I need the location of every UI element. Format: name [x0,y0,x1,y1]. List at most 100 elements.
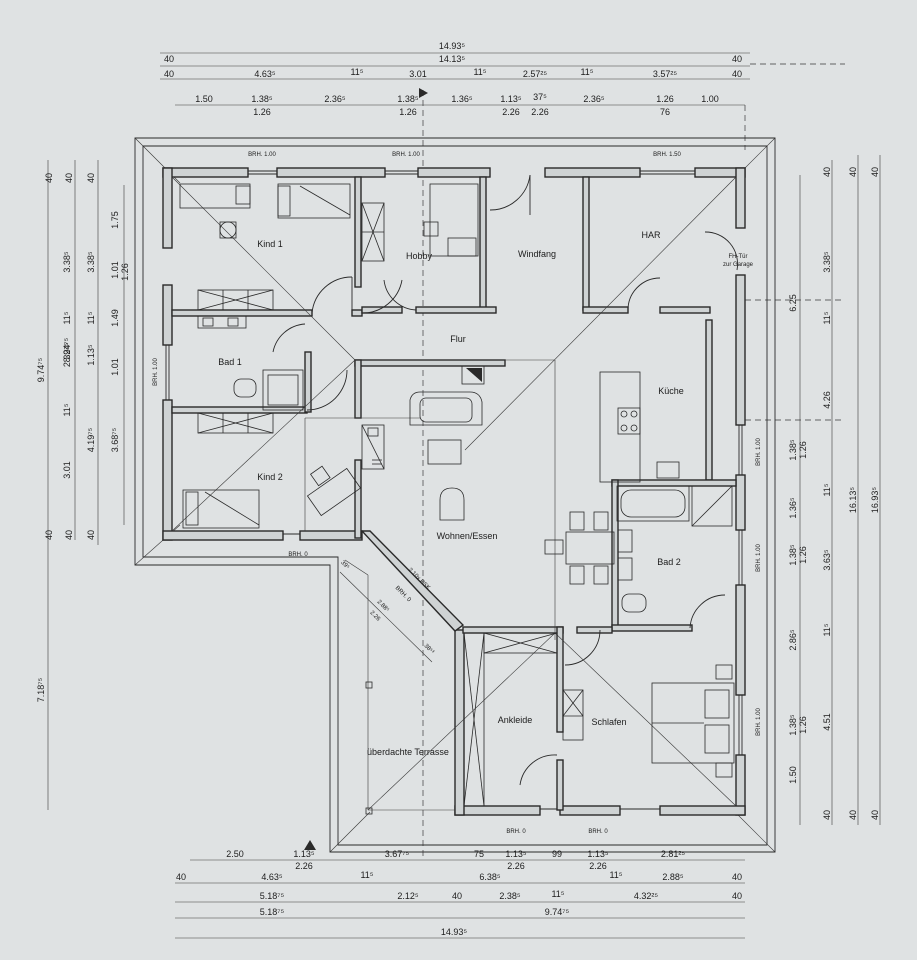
room-label-ankleide: Ankleide [498,715,533,725]
dim-bottom-total: 14.93⁵ [441,927,468,937]
shower-bad2-icon [691,485,733,527]
svg-text:14.13⁵: 14.13⁵ [439,54,466,64]
furniture [179,183,735,815]
svg-text:2.57²⁵: 2.57²⁵ [523,69,548,79]
svg-text:1.13⁵: 1.13⁵ [500,94,522,104]
svg-text:2.88⁵: 2.88⁵ [376,598,391,613]
desk-kind2-icon [306,465,362,517]
garage-door-note: FH-Tür [729,254,748,260]
svg-text:BRH. 1.00: BRH. 1.00 [756,438,762,466]
svg-text:1.38⁵: 1.38⁵ [788,714,798,736]
svg-text:40: 40 [732,872,742,882]
shower-bad1-icon [262,369,304,411]
top-dimension-lines [160,52,845,860]
svg-text:40: 40 [64,173,74,183]
svg-text:3.01: 3.01 [62,461,72,479]
bathtub-icon [616,485,690,522]
svg-text:11⁵: 11⁵ [62,311,72,324]
svg-text:2.50: 2.50 [226,849,244,859]
bed-kind2-icon [182,489,260,529]
svg-text:1.26: 1.26 [253,107,271,117]
terrace-column-icon [365,681,373,689]
svg-text:9.74⁷⁵: 9.74⁷⁵ [545,907,570,917]
right-dimension-lines [745,155,881,825]
wardrobe-ankleide-icon [463,632,485,807]
svg-text:11⁵: 11⁵ [360,870,373,880]
svg-text:11⁵: 11⁵ [822,623,832,636]
right-dimension-labels: 40 40 40 3.38⁵ 6.25 11⁵ 4.26 1.38⁵ 1.26 … [788,167,880,820]
svg-text:9.74⁷⁵: 9.74⁷⁵ [36,357,46,382]
svg-text:37⁵: 37⁵ [533,92,547,102]
room-label-flur: Flur [450,334,466,344]
svg-text:3.01: 3.01 [409,69,427,79]
plan-notes: FH-Tür zur Garage 2.10x PSK 39⁵ 2.88⁵ 2.… [339,254,754,663]
svg-text:40: 40 [64,530,74,540]
svg-text:76: 76 [660,107,670,117]
svg-text:40: 40 [86,530,96,540]
svg-text:4.26: 4.26 [822,391,832,409]
svg-text:40: 40 [164,54,174,64]
svg-text:1.50: 1.50 [788,766,798,784]
svg-text:2.32²⁵: 2.32²⁵ [62,343,72,368]
interior-walls [171,176,737,811]
window-marks [165,170,743,810]
bed-kind1-icon [277,183,351,219]
svg-text:1.01: 1.01 [110,358,120,376]
room-labels: Kind 1 Hobby Windfang HAR Flur Bad 1 Küc… [218,230,684,757]
room-label-terrasse: überdachte Terrasse [367,747,449,757]
svg-text:3.68⁷⁵: 3.68⁷⁵ [110,427,120,452]
exterior-walls [162,167,746,816]
svg-text:3.38⁵: 3.38⁵ [822,251,832,273]
kitchen-island-icon [599,371,641,483]
svg-text:5.18⁷⁵: 5.18⁷⁵ [260,891,285,901]
svg-text:6.25: 6.25 [788,294,798,312]
dresser-schlafen-icon [562,689,584,741]
svg-text:11⁵: 11⁵ [86,311,96,324]
door-swings [272,174,738,786]
room-label-windfang: Windfang [518,249,556,259]
svg-text:11⁵: 11⁵ [822,311,832,324]
svg-text:BRH. 0: BRH. 0 [394,585,412,603]
svg-text:2.88⁵: 2.88⁵ [662,872,684,882]
svg-text:40: 40 [870,810,880,820]
roof-hip-lines [171,176,737,811]
svg-text:1.50: 1.50 [195,94,213,104]
svg-text:BRH. 0: BRH. 0 [588,829,608,835]
section-marker-top-icon [419,88,428,98]
svg-text:1.00: 1.00 [701,94,719,104]
svg-text:1.26: 1.26 [798,546,808,564]
svg-text:1.26: 1.26 [656,94,674,104]
svg-text:40: 40 [848,167,858,177]
svg-text:2.26: 2.26 [368,610,381,623]
svg-text:BRH. 1.50: BRH. 1.50 [653,152,681,158]
tv-cabinet-icon [361,424,385,470]
room-label-kind2: Kind 2 [257,472,283,482]
svg-text:2.81²⁵: 2.81²⁵ [661,849,686,859]
room-label-bad1: Bad 1 [218,357,242,367]
svg-text:2.36⁵: 2.36⁵ [324,94,346,104]
svg-text:40: 40 [732,891,742,901]
svg-text:40: 40 [164,69,174,79]
stove-icon [617,407,641,435]
room-label-bad2: Bad 2 [657,557,681,567]
svg-text:11⁵: 11⁵ [580,67,593,77]
svg-text:40: 40 [822,810,832,820]
room-label-schlafen: Schlafen [591,717,626,727]
svg-text:40: 40 [870,167,880,177]
svg-text:11⁵: 11⁵ [551,889,564,899]
svg-text:1.01: 1.01 [110,261,120,279]
svg-text:40: 40 [452,891,462,901]
roof-outline [134,137,776,853]
svg-text:1.26: 1.26 [798,441,808,459]
top-dimension-labels: 14.93⁵ 40 14.13⁵ 40 40 4.63⁵ 11⁵ 3.01 11… [164,41,742,117]
svg-text:1.36⁵: 1.36⁵ [451,94,473,104]
svg-text:1.26: 1.26 [399,107,417,117]
room-label-kind1: Kind 1 [257,239,283,249]
bottom-dimension-lines [175,859,745,939]
sink-bad2-icon [617,529,633,553]
svg-text:2.26: 2.26 [507,861,525,871]
wardrobe-kind2-icon [197,412,274,434]
svg-text:40: 40 [44,530,54,540]
section-marker-bottom-icon [304,840,316,850]
svg-text:11⁵: 11⁵ [609,870,622,880]
